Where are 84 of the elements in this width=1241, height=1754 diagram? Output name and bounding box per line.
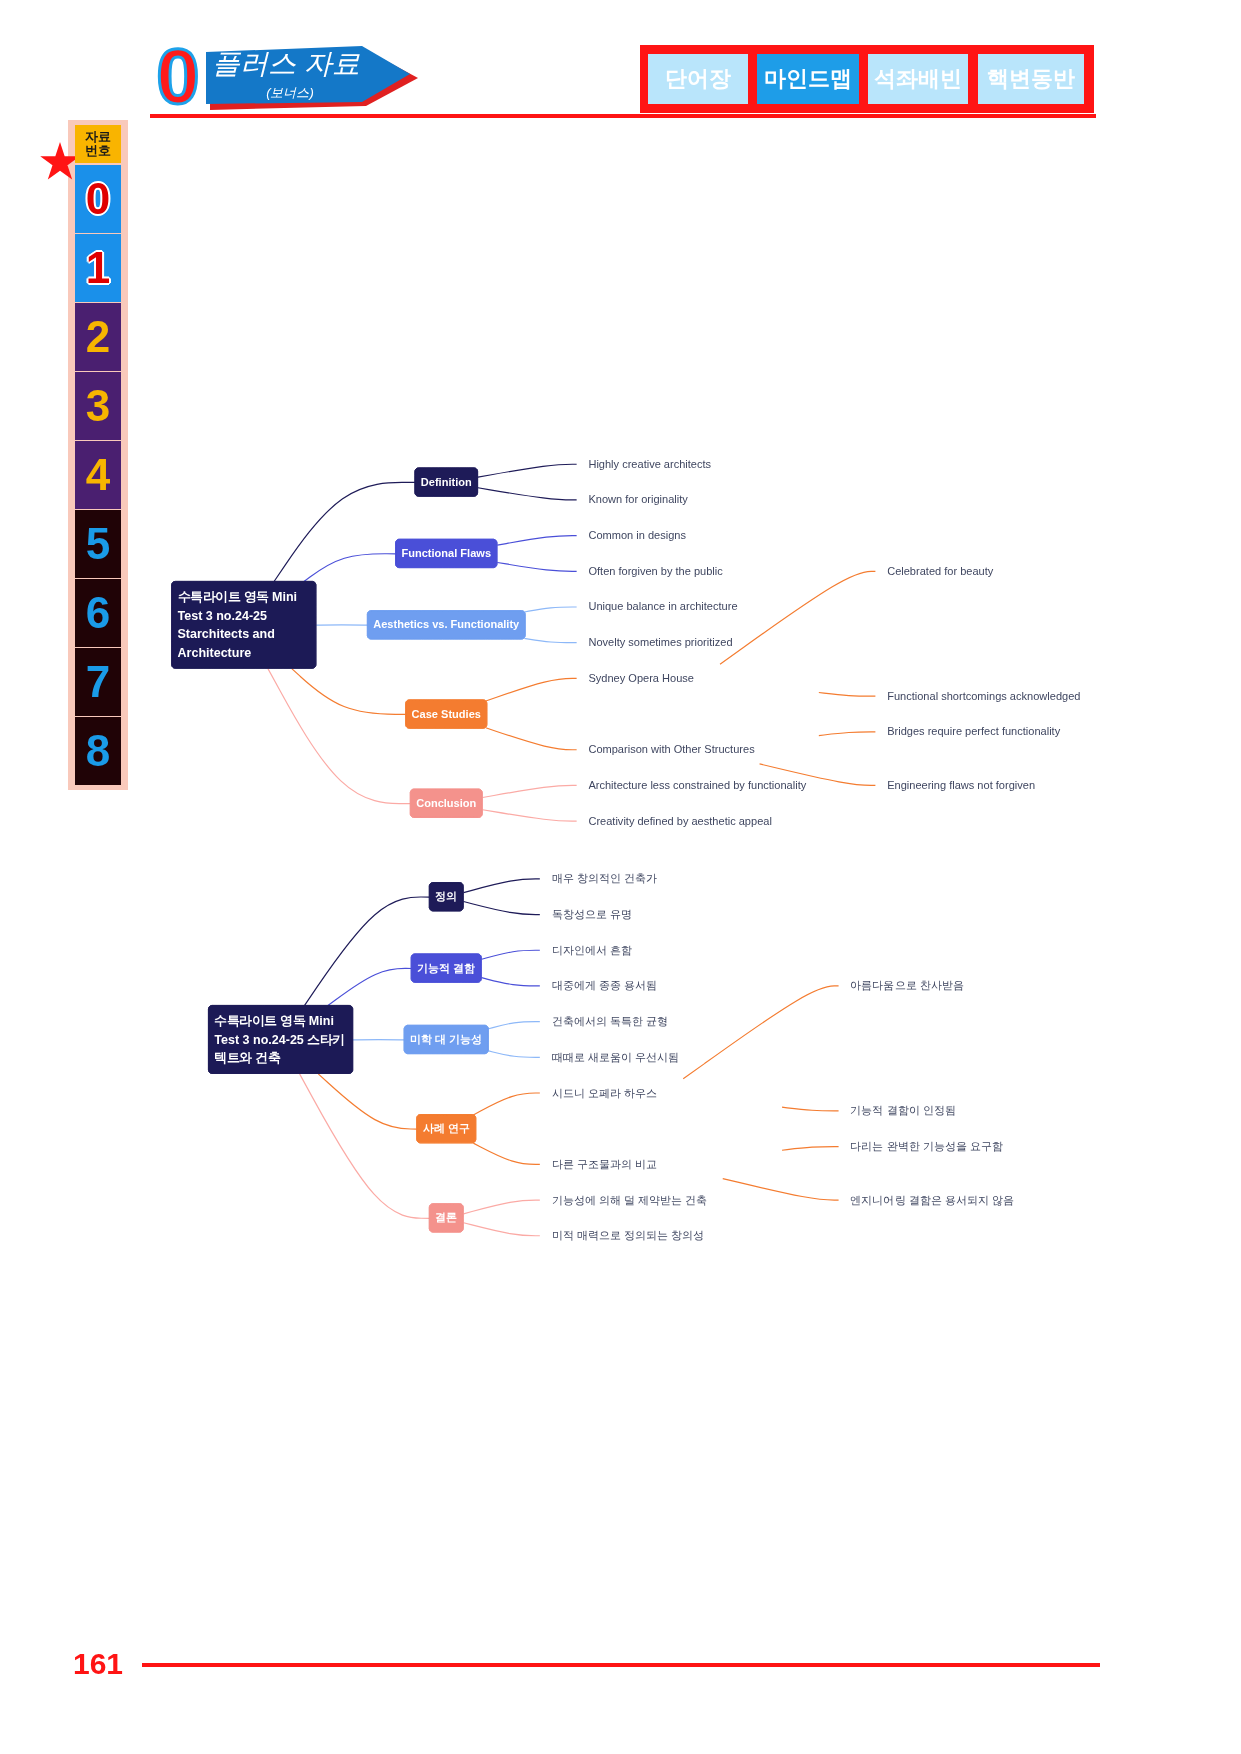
connector (303, 896, 431, 1007)
tab: 단어장 (648, 54, 748, 104)
node-text: 시드니 오페라 하우스 (551, 1086, 658, 1099)
connector (327, 967, 413, 1007)
connector (299, 1073, 431, 1219)
node-text: Celebrated for beauty (887, 564, 994, 577)
active-tab: 마인드맵 (757, 54, 859, 104)
tab: 석좌배빈 (868, 54, 968, 104)
node-text: Known for originality (588, 493, 688, 506)
node-text: Architecture less constrained by functionality (588, 778, 807, 792)
node-text: Sydney Opera House (588, 671, 694, 685)
node-text: Highly creative architects (588, 457, 712, 470)
node-text: 독창성으로 유명 (551, 907, 632, 921)
banner-subtitle: (보너스) (265, 84, 315, 102)
index-tab: 6 (75, 579, 121, 647)
connector (462, 900, 541, 916)
node-text: 때때로 새로움이 우선시됨 (551, 1050, 680, 1064)
connector (485, 727, 578, 751)
node-text: 기능적 결함이 인정됨 (850, 1104, 956, 1117)
node-text: 엔지니어링 결함은 용서되지 않음 (850, 1193, 1015, 1206)
page-number: 161 (71, 1646, 125, 1682)
node-text: 디자인에서 흔함 (551, 943, 632, 956)
connector (352, 1039, 406, 1041)
connector (682, 985, 840, 1080)
index-tab: 3 (75, 372, 121, 440)
connector (481, 977, 541, 987)
node-text: Often forgiven by the public (588, 564, 723, 577)
index-tab: 0 (75, 165, 121, 233)
connector (462, 1222, 541, 1237)
connector (719, 570, 876, 665)
connector (477, 487, 578, 501)
connector (818, 731, 876, 737)
node-text: Comparison with Other Structures (588, 742, 755, 756)
node-text: 매우 창의적인 건축가 (551, 872, 658, 885)
connector (477, 463, 578, 478)
connector (481, 949, 541, 960)
node-text: Unique balance in architecture (588, 600, 738, 613)
connector (303, 553, 397, 583)
connector (523, 637, 578, 644)
node-text: Novelty sometimes prioritized (588, 635, 733, 649)
index-tab: 4 (75, 441, 121, 509)
connector (722, 1177, 840, 1201)
connector (462, 1199, 541, 1215)
connector (315, 624, 369, 626)
connector (317, 1073, 418, 1130)
connector (818, 691, 876, 697)
node-text: 아름다움으로 찬사받음 (850, 979, 964, 992)
node-text: 다리는 완벽한 기능성을 요구함 (850, 1139, 1004, 1153)
connector (485, 677, 578, 702)
connector (781, 1106, 840, 1112)
connector (273, 481, 416, 583)
connector (481, 784, 578, 799)
connector (496, 535, 578, 546)
connector (781, 1145, 840, 1151)
index-tab: 5 (75, 510, 121, 578)
connector (291, 668, 407, 715)
header-digit: 0 (155, 36, 201, 116)
node-text: Functional shortcomings acknowledged (887, 689, 1081, 702)
index-tab: 1 (75, 234, 121, 302)
index-tab: 8 (75, 717, 121, 785)
tab: 핵변동반 (978, 54, 1084, 104)
connector (481, 809, 578, 822)
index-tab: 7 (75, 648, 121, 716)
connector (488, 1021, 541, 1030)
connector (758, 763, 876, 786)
connector (496, 561, 578, 572)
connector (472, 1142, 541, 1165)
node-text: 기능성에 의해 덜 제약받는 건축 (551, 1193, 708, 1206)
node-text: Engineering flaws not forgiven (887, 778, 1036, 792)
index-tab: 2 (75, 303, 121, 371)
connector (523, 606, 578, 613)
node-text: Creativity defined by aesthetic appeal (588, 814, 772, 827)
connector (462, 878, 541, 894)
connector (472, 1092, 541, 1116)
node-text: 대중에게 종종 용서됨 (551, 979, 658, 992)
index-header: 자료 번호 (75, 125, 121, 163)
node-text: 건축에서의 독특한 균형 (551, 1014, 669, 1028)
connector (488, 1050, 541, 1058)
node-text: 다른 구조물과의 비교 (551, 1157, 658, 1171)
node-text: Bridges require perfect functionality (887, 725, 1061, 738)
node-text: 미적 매력으로 정의되는 창의성 (551, 1228, 705, 1242)
connector (267, 668, 412, 805)
node-text: Common in designs (588, 528, 686, 542)
banner-title: 플러스 자료 (212, 47, 361, 81)
